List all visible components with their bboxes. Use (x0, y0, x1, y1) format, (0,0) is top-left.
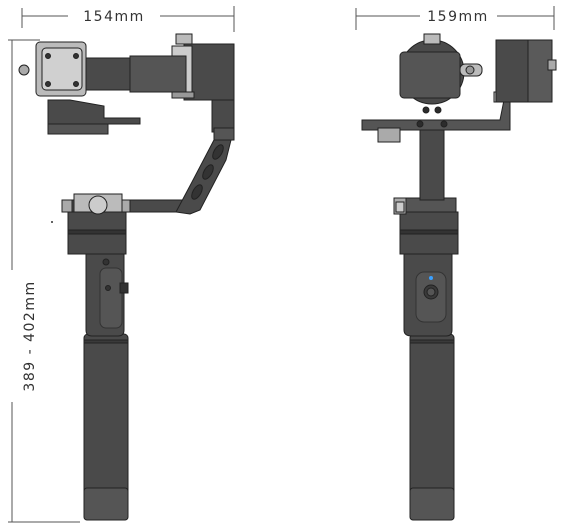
front-camera-plate (361, 99, 511, 131)
front-view (361, 33, 557, 521)
side-trigger-button (119, 282, 129, 294)
front-vertical-post (419, 127, 445, 201)
front-width-label: 159mm (427, 9, 489, 25)
side-base-knob (88, 195, 108, 215)
side-camera-plate (47, 99, 141, 125)
side-view (18, 33, 235, 521)
front-width-dimension: 159mm (355, 6, 555, 30)
side-width-dimension: 154mm (21, 6, 235, 32)
front-grip-endcap (409, 487, 455, 521)
side-width-label: 154mm (83, 9, 145, 25)
front-status-led (429, 276, 433, 280)
side-roll-knob (18, 64, 30, 76)
side-grip-endcap (83, 487, 129, 521)
front-base-knob (395, 201, 405, 213)
height-dimension: 389 - 402mm (8, 39, 80, 523)
height-label: 389 - 402mm (22, 280, 38, 391)
stray-mark (51, 221, 53, 223)
